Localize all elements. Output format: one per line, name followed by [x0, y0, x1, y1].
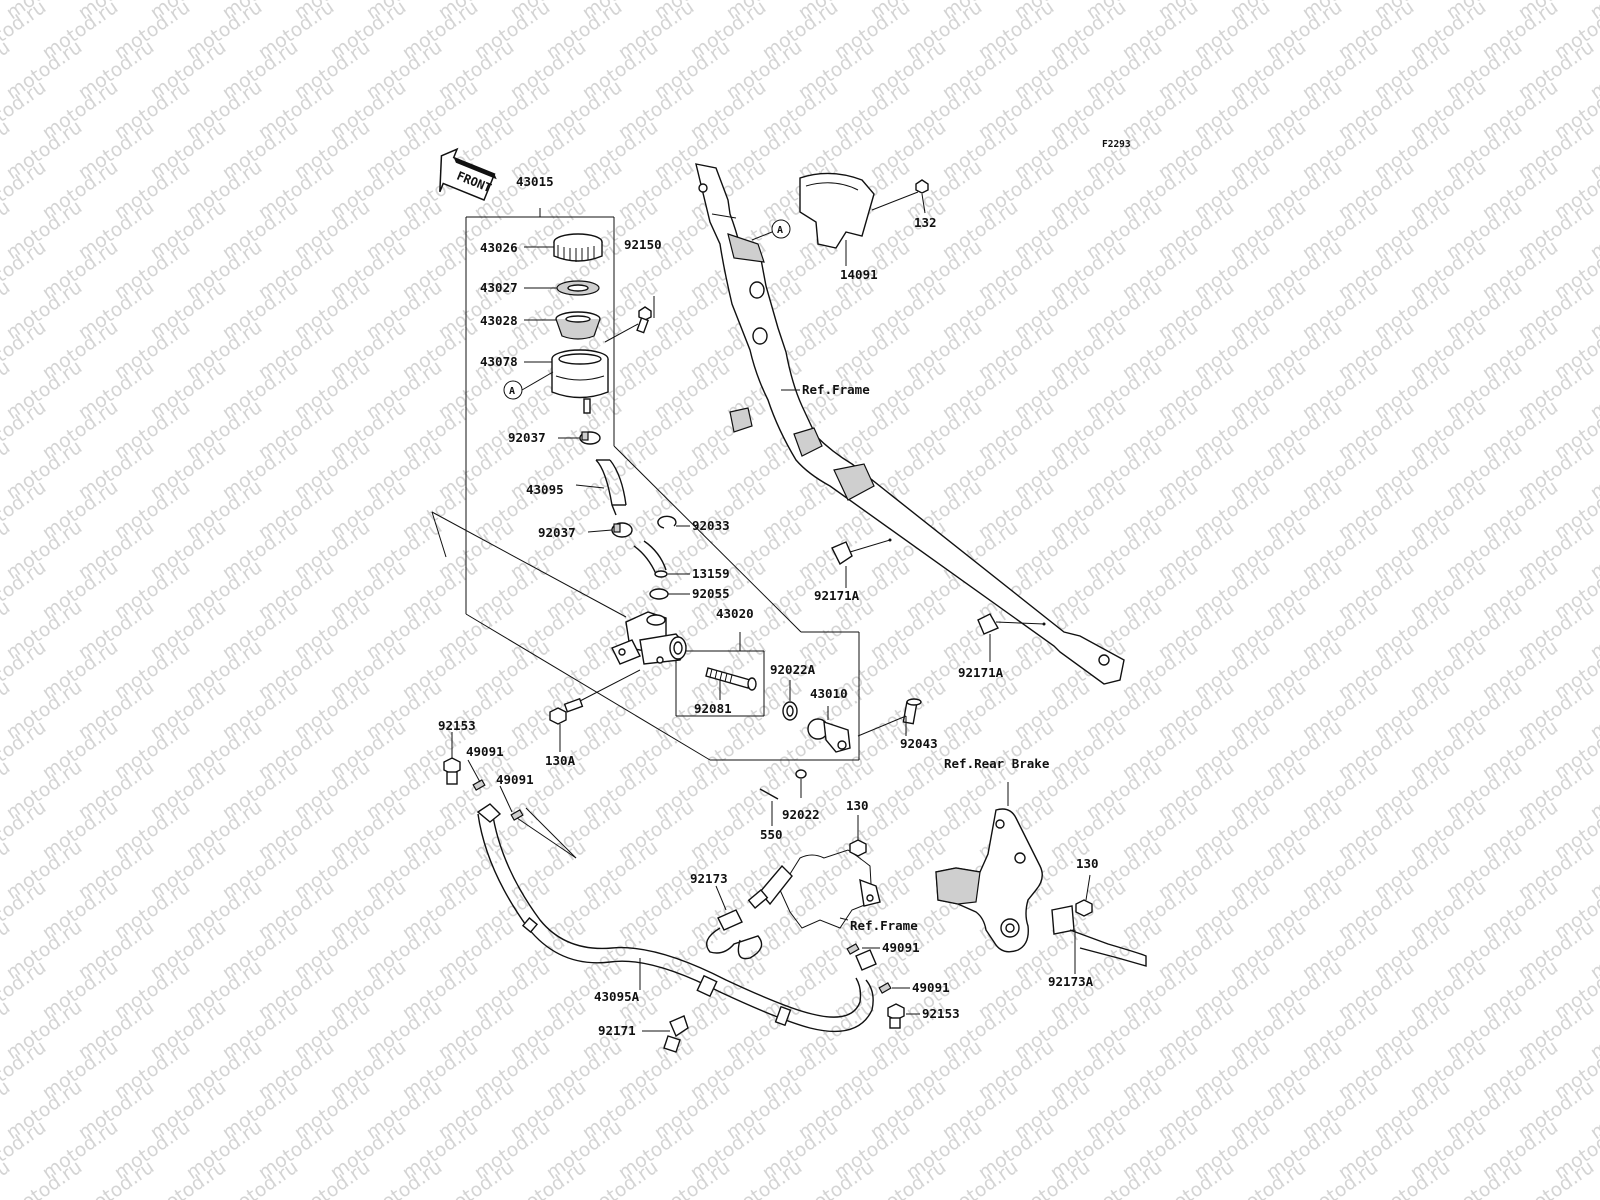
rear-brake-pedal — [935, 782, 1043, 953]
reservoir-body — [551, 349, 609, 414]
part-label: 49091 — [496, 772, 534, 787]
part-label: 43027 — [480, 280, 518, 295]
part-label: 49091 — [912, 980, 950, 995]
part-labels: 43015 43026 43027 92150 43028 43078 9203… — [438, 174, 1099, 1038]
reservoir-hose — [595, 459, 627, 516]
leader-lines — [451, 246, 1076, 1032]
part-label: 130 — [1076, 856, 1099, 871]
part-label: 14091 — [840, 267, 878, 282]
part-label: 92022A — [770, 662, 816, 677]
front-arrow: FRONT — [439, 147, 497, 201]
o-ring — [649, 588, 669, 600]
banjo-bolt-top — [443, 757, 461, 785]
part-label: 92037 — [538, 525, 576, 540]
washer — [795, 769, 807, 779]
sealing-washer — [472, 779, 486, 791]
part-label: 92171A — [958, 665, 1004, 680]
frame-tube — [695, 163, 1125, 685]
figure-code: F2293 — [1102, 139, 1131, 150]
push-rod — [807, 718, 851, 753]
part-label: 43026 — [480, 240, 518, 255]
wire-clip-right — [1051, 905, 1147, 967]
part-label: 43095 — [526, 482, 564, 497]
banjo-bolt-bottom — [887, 1003, 905, 1029]
master-cylinder-body — [611, 611, 687, 665]
frame-cover — [799, 172, 875, 266]
part-label: 92153 — [438, 718, 476, 733]
bolt-132 — [871, 179, 929, 214]
hose-clamp-lower — [611, 522, 633, 538]
part-label: 92173 — [690, 871, 728, 886]
part-label: 43028 — [480, 313, 518, 328]
wire-clip-left — [706, 909, 763, 960]
part-label: 43015 — [516, 174, 554, 189]
sealing-washer — [878, 982, 892, 994]
hose-fitting — [633, 540, 667, 575]
part-label: 43010 — [810, 686, 848, 701]
hose-clamp-upper — [579, 431, 601, 445]
brake-hose — [476, 803, 877, 1033]
hose-clip-bottom — [663, 1015, 689, 1053]
part-label: 92153 — [922, 1006, 960, 1021]
piston-assembly — [705, 667, 757, 691]
part-label: 49091 — [466, 744, 504, 759]
part-label: 92055 — [692, 586, 730, 601]
circlip — [657, 515, 677, 529]
reservoir-cap — [553, 233, 603, 262]
group-bracket-43020 — [675, 632, 765, 717]
svg-text:A: A — [509, 386, 515, 397]
reference-frame-top: Ref.Frame — [802, 382, 870, 397]
reference-mark-a-reservoir: A — [503, 371, 554, 400]
reference-mark-a-frame: A — [751, 219, 791, 241]
part-label: 132 — [914, 215, 937, 230]
part-label: 92173A — [1048, 974, 1094, 989]
frame-bracket-bottom — [747, 849, 881, 929]
group-bracket-43015 — [431, 208, 860, 761]
part-label: 43095A — [594, 989, 640, 1004]
diaphragm — [555, 311, 601, 340]
frame-clip-upper — [831, 538, 892, 566]
sealing-washer — [510, 809, 524, 821]
part-label: 550 — [760, 827, 783, 842]
bolt-130-middle — [849, 815, 867, 857]
frame-clip-lower — [977, 613, 1046, 635]
part-label: 92033 — [692, 518, 730, 533]
part-label: 92043 — [900, 736, 938, 751]
cotter-pin — [759, 788, 779, 800]
part-label: 13159 — [692, 566, 730, 581]
clevis-pin — [857, 698, 922, 737]
part-label: 92081 — [694, 701, 732, 716]
part-label: 92037 — [508, 430, 546, 445]
part-label: 130A — [545, 753, 576, 768]
bolt-92150 — [604, 306, 652, 343]
reference-rear-brake: Ref.Rear Brake — [944, 756, 1050, 771]
part-label: 92150 — [624, 237, 662, 252]
bolt-130A — [549, 669, 641, 725]
part-label: 130 — [846, 798, 869, 813]
reference-frame-bottom: Ref.Frame — [850, 918, 918, 933]
part-label: 49091 — [882, 940, 920, 955]
sealing-washer — [846, 943, 860, 955]
part-label: 43078 — [480, 354, 518, 369]
part-label: 92171 — [598, 1023, 636, 1038]
bolt-130-right — [1075, 874, 1093, 917]
svg-text:A: A — [777, 225, 783, 236]
part-label: 92171A — [814, 588, 860, 603]
part-label: 92022 — [782, 807, 820, 822]
part-label: 43020 — [716, 606, 754, 621]
